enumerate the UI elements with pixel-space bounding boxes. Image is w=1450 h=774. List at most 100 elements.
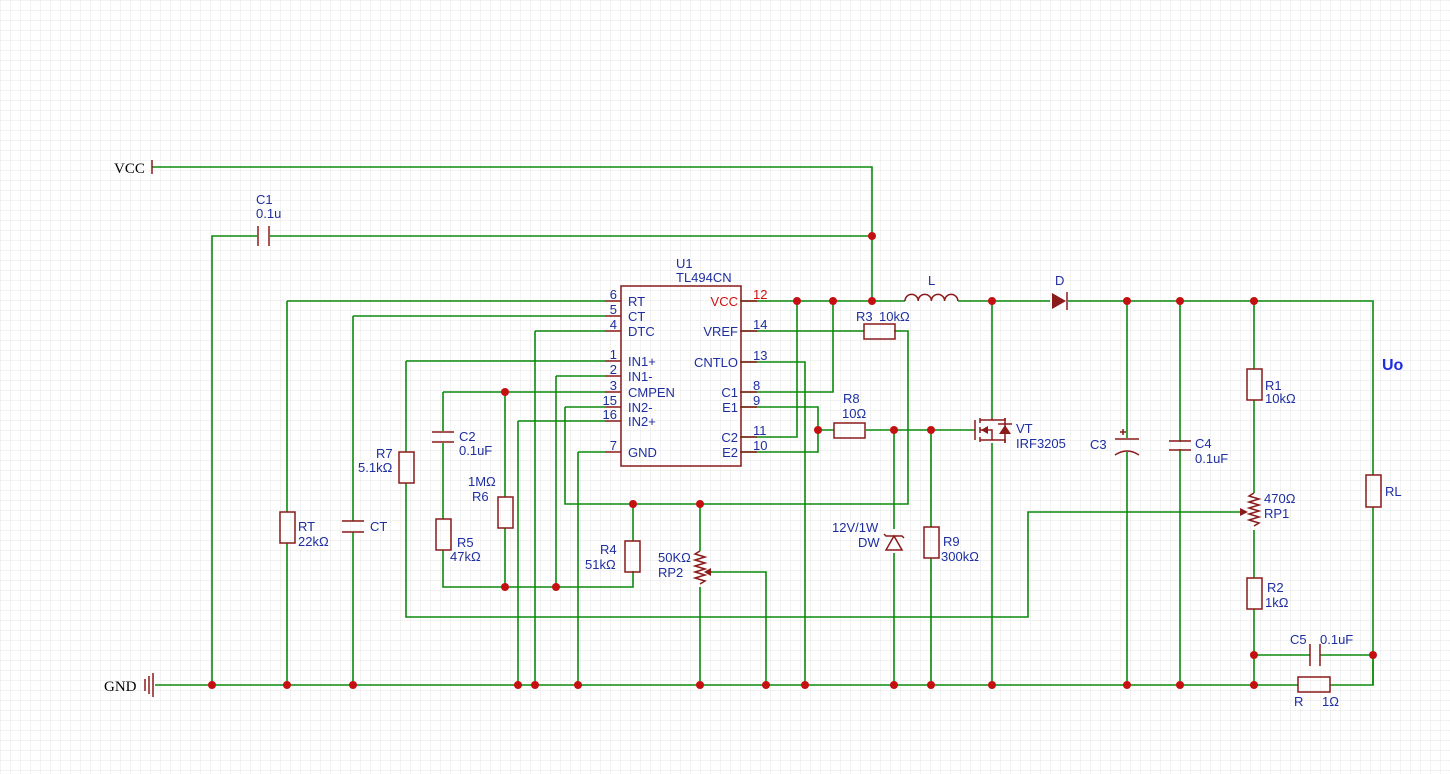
r1-ref: R1 [1265,378,1282,393]
resistor-r2: R2 1kΩ [1246,577,1289,610]
ic-pin-number: 16 [603,407,617,422]
ic-pin-number: 11 [753,423,767,438]
ic-pin-name: C2 [721,430,738,445]
r6-value: 1MΩ [468,474,496,489]
ic-pin-name: C1 [721,385,738,400]
ic-pin-14: 14 VREF [703,317,767,339]
c5-ref: C5 [1290,632,1307,647]
resistor-r4: R4 51kΩ [585,540,641,573]
rl-ref: RL [1385,484,1402,499]
capacitor-c1: C1 0.1u [256,192,281,246]
ic-pin-16: 16 IN2+ [603,407,656,429]
vcc-label: VCC [114,161,145,177]
vcc-port: VCC [114,160,153,177]
ic-ref: U1 [676,256,693,271]
ic-pin-name: CNTLO [694,355,738,370]
ic-pin-number: 10 [753,438,767,453]
r2-value: 1kΩ [1265,595,1289,610]
ic-pin-number: 3 [610,378,617,393]
r2-ref: R2 [1267,580,1284,595]
ic-pin-name: CMPEN [628,385,675,400]
ic-pin-number: 8 [753,378,760,393]
ic-pin-name: IN2+ [628,414,656,429]
rt-value: 22kΩ [298,534,329,549]
resistor-rl: RL [1365,474,1402,508]
r9-value: 300kΩ [941,549,979,564]
ic-pin-number: 13 [753,348,767,363]
potentiometer-rp2: 50KΩ RP2 [658,550,712,585]
gnd-label: GND [104,679,137,695]
c4-value: 0.1uF [1195,451,1228,466]
r-value: 1Ω [1322,694,1339,709]
resistor-rt: RT 22kΩ [279,511,329,549]
c2-value: 0.1uF [459,443,492,458]
vt-ref: VT [1016,421,1033,436]
r5-ref: R5 [457,535,474,550]
ic-pin-name: VCC [711,294,738,309]
ic-pin-name: IN1- [628,369,653,384]
capacitor-c3: C3 [1090,429,1140,456]
l-ref: L [928,273,935,288]
c2-ref: C2 [459,429,476,444]
r5-value: 47kΩ [450,549,481,564]
ic-pin-8: 8 C1 [721,378,760,400]
r4-value: 51kΩ [585,557,616,572]
resistor-r3: R3 10kΩ [856,309,910,340]
ct-ref: CT [370,519,387,534]
ic-pin-name: VREF [703,324,738,339]
ic-pin-name: E2 [722,445,738,460]
rp1-ref: RP1 [1264,506,1289,521]
resistor-r7: R7 5.1kΩ [358,446,415,484]
r3-ref: R3 [856,309,873,324]
ic-pin-number: 7 [610,438,617,453]
ic-pin-10: 10 E2 [722,438,767,460]
ic-pin-number: 14 [753,317,767,332]
rp1-value: 470Ω [1264,491,1296,506]
ic-pin-name: E1 [722,400,738,415]
rp2-ref: RP2 [658,565,683,580]
ic-pin-11: 11 C2 [721,423,766,445]
dw-ref: DW [858,535,880,550]
resistor-r5: R5 47kΩ [435,518,481,564]
zener-dw: 12V/1W DW [832,520,905,551]
r3-value: 10kΩ [879,309,910,324]
resistor-r6: 1MΩ R6 [468,474,514,529]
ic-pin-13: 13 CNTLO [694,348,768,370]
ic-pin-name: IN1+ [628,354,656,369]
resistor-r8: R8 10Ω [833,391,866,439]
ic-pin-number: 5 [610,302,617,317]
ic-pin-number: 1 [610,347,617,362]
uo-label: Uo [1382,357,1404,374]
ic-pin-1: 1 IN1+ [605,347,656,369]
r7-ref: R7 [376,446,393,461]
resistor-r9: R9 300kΩ [923,526,979,564]
ic-pin-3: 3 CMPEN [605,378,675,400]
resistor-r: R 1Ω [1294,676,1339,709]
r8-ref: R8 [843,391,860,406]
d-ref: D [1055,273,1064,288]
wires [152,166,1374,686]
potentiometer-rp1: 470Ω RP1 [1240,491,1296,527]
c1-ref: C1 [256,192,273,207]
r-ref: R [1294,694,1303,709]
rt-ref: RT [298,519,315,534]
capacitor-c5: C5 0.1uF [1290,632,1353,666]
ic-pin-name: RT [628,294,645,309]
ic-pin-number: 4 [610,317,617,332]
rp2-value: 50KΩ [658,550,691,565]
ic-pin-name: IN2- [628,400,653,415]
junctions [208,232,1377,689]
diode-d: D [1052,273,1068,310]
c5-value: 0.1uF [1320,632,1353,647]
r8-value: 10Ω [842,406,866,421]
ic-pin-name: CT [628,309,645,324]
ic-pin-9: 9E1 [722,393,760,415]
c4-ref: C4 [1195,436,1212,451]
